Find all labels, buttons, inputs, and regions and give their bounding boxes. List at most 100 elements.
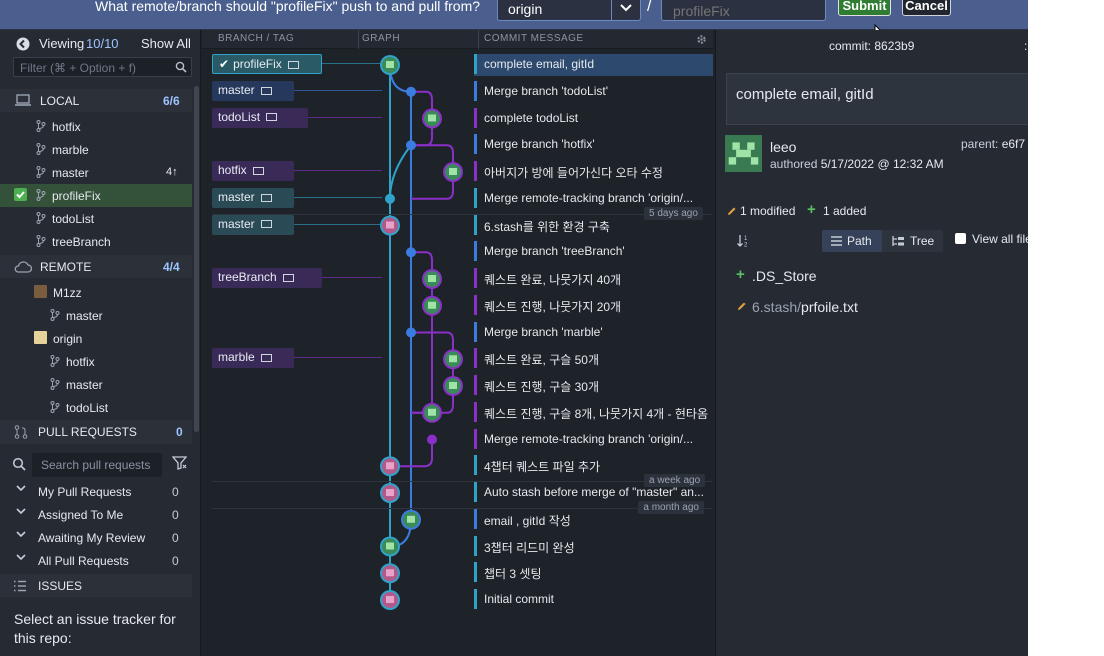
branch-ref-chip[interactable]: marble: [212, 348, 294, 369]
commit-message[interactable]: complete todoList: [484, 110, 579, 125]
branch-tag-column-header[interactable]: BRANCH / TAG: [218, 33, 295, 44]
path-view-button[interactable]: Path: [822, 230, 882, 252]
branch-name-input[interactable]: [661, 0, 826, 21]
commit-message[interactable]: complete email, gitId: [484, 57, 595, 71]
commit-message[interactable]: Initial commit: [484, 592, 555, 606]
selected-commit-row[interactable]: [474, 54, 713, 76]
branch-ref-chip[interactable]: todoList: [212, 107, 308, 128]
changed-file-row[interactable]: 6.stash/prfoile.txt: [716, 297, 1028, 321]
filter-icon[interactable]: [172, 456, 187, 470]
view-all-files-checkbox[interactable]: [955, 233, 966, 244]
commit-message[interactable]: Merge branch 'treeBranch': [484, 244, 625, 259]
graph-column-header-label[interactable]: GRAPH: [362, 33, 401, 44]
commit-message[interactable]: Merge branch 'hotfix': [484, 137, 595, 152]
commit-message[interactable]: 퀘스트 진행, 나뭇가지 20개: [484, 299, 622, 314]
local-section-header[interactable]: LOCAL 6/6: [0, 89, 192, 112]
commit-message[interactable]: 3챕터 리드미 완성: [484, 540, 575, 555]
show-all-button[interactable]: Show All: [141, 36, 191, 51]
commit-lane-strip: [474, 401, 477, 422]
file-view-toggle: Path Tree: [822, 230, 943, 252]
back-arrow-icon[interactable]: [16, 37, 30, 51]
branch-ref-chip[interactable]: master: [212, 80, 294, 101]
commit-message[interactable]: Merge remote-tracking branch 'origin/...: [484, 190, 694, 205]
issues-tracker-prompt: Select an issue tracker for this repo:: [14, 611, 176, 646]
plus-icon: +: [736, 266, 745, 283]
branch-ref-chip[interactable]: ✔profileFix: [212, 54, 322, 74]
upstream-question: What remote/branch should "profileFix" p…: [95, 0, 481, 14]
local-branch-icon: [266, 113, 278, 122]
sidebar-remote-branch[interactable]: hotfix: [0, 350, 192, 373]
branch-icon: [36, 189, 46, 204]
commit-message[interactable]: 퀘스트 완료, 구슬 50개: [484, 353, 600, 368]
commit-message[interactable]: 4챕터 퀘스트 파일 추가: [484, 460, 601, 475]
sidebar-local-branch[interactable]: hotfix: [0, 115, 192, 138]
commit-graph[interactable]: [202, 49, 478, 649]
commit-message[interactable]: 퀘스트 완료, 나뭇가지 40개: [484, 273, 622, 287]
merge-commit-dot[interactable]: [406, 140, 416, 151]
commit-message[interactable]: 퀘스트 진행, 구슬 8개, 나뭇가지 4개 - 현타옴: [484, 406, 708, 421]
commit-id-value[interactable]: 8623b9: [874, 39, 915, 53]
issues-section-header[interactable]: ISSUES: [0, 574, 192, 597]
cancel-button[interactable]: Cancel: [902, 0, 951, 16]
remote-section-header[interactable]: REMOTE 4/4: [0, 255, 192, 278]
sidebar-scrollbar[interactable]: [194, 86, 199, 432]
commit-message[interactable]: Auto stash before merge of "master" an..…: [484, 485, 704, 499]
merge-commit-dot[interactable]: [406, 247, 416, 258]
pr-group-label: My Pull Requests: [38, 485, 132, 499]
sidebar-local-branch[interactable]: profileFix: [0, 184, 192, 207]
file-dir: 6.stash/: [752, 299, 802, 315]
merge-commit-dot[interactable]: [385, 193, 395, 204]
branch-ref-chip[interactable]: hotfix: [212, 161, 294, 181]
branch-ref-chip[interactable]: master: [212, 187, 294, 208]
branch-ref-chip[interactable]: master: [212, 214, 294, 235]
submit-button[interactable]: Submit: [838, 0, 891, 16]
ref-connector: [294, 170, 382, 171]
tree-icon[interactable]: [892, 236, 905, 247]
pull-request-search-input[interactable]: Search pull requests: [32, 453, 162, 477]
sidebar-remote[interactable]: origin: [0, 327, 192, 350]
remote-select[interactable]: origin: [497, 0, 641, 21]
sidebar-local-branch[interactable]: treeBranch: [0, 230, 192, 253]
commit-message[interactable]: 퀘스트 진행, 구슬 30개: [484, 380, 600, 394]
ahead-badge: 4↑: [166, 166, 178, 178]
sidebar-local-branch[interactable]: marble: [0, 138, 192, 161]
sidebar-local-branch[interactable]: todoList: [0, 207, 192, 230]
sidebar-remote-branch[interactable]: master: [0, 373, 192, 396]
commit-message[interactable]: Merge branch 'todoList': [484, 83, 608, 98]
commit-message[interactable]: 아버지가 방에 들어가신다 오타 수정: [484, 166, 663, 180]
tree-label[interactable]: Tree: [910, 234, 935, 248]
ref-connector: [322, 277, 382, 278]
pr-group-count: 0: [172, 531, 179, 545]
sidebar-remote-branch[interactable]: master: [0, 304, 192, 327]
commit-graph-panel: BRANCH / TAG GRAPH COMMIT MESSAGE ✔profi…: [202, 30, 713, 656]
parent-id[interactable]: e6f7: [1001, 137, 1026, 151]
commit-message[interactable]: email , gitId 작성: [484, 513, 571, 528]
merge-commit-dot[interactable]: [406, 327, 416, 338]
sidebar-remote-branch[interactable]: todoList: [0, 396, 192, 419]
list-icon: [831, 236, 842, 246]
commit-lane-strip: [474, 214, 477, 235]
commit-message[interactable]: Merge remote-tracking branch 'origin/...: [484, 431, 694, 446]
merge-commit-dot[interactable]: [406, 86, 416, 97]
branch-ref-chip[interactable]: treeBranch: [212, 268, 322, 288]
sidebar-remote[interactable]: M1zz: [0, 281, 192, 304]
sort-icon[interactable]: 12: [736, 233, 751, 248]
commit-message-column-header[interactable]: COMMIT MESSAGE: [484, 33, 584, 44]
commit-message[interactable]: Merge branch 'marble': [484, 324, 603, 339]
identicon-icon: [428, 408, 436, 416]
ref-connector: [294, 196, 382, 198]
pull-requests-section-header[interactable]: PULL REQUESTS 0: [0, 420, 192, 444]
merge-commit-dot[interactable]: [427, 434, 437, 445]
changed-file-row[interactable]: +.DS_Store: [716, 266, 1028, 290]
sidebar-filter-input[interactable]: Filter (⌘ + Option + f): [13, 57, 192, 77]
commit-message[interactable]: 챕터 3 셋팅: [484, 567, 542, 582]
commit-message[interactable]: 6.stash를 위한 환경 구축: [484, 219, 610, 234]
commit-summary[interactable]: complete email, gitId: [726, 73, 1028, 125]
chevron-down-icon[interactable]: [617, 0, 635, 16]
gear-icon[interactable]: [696, 34, 707, 45]
